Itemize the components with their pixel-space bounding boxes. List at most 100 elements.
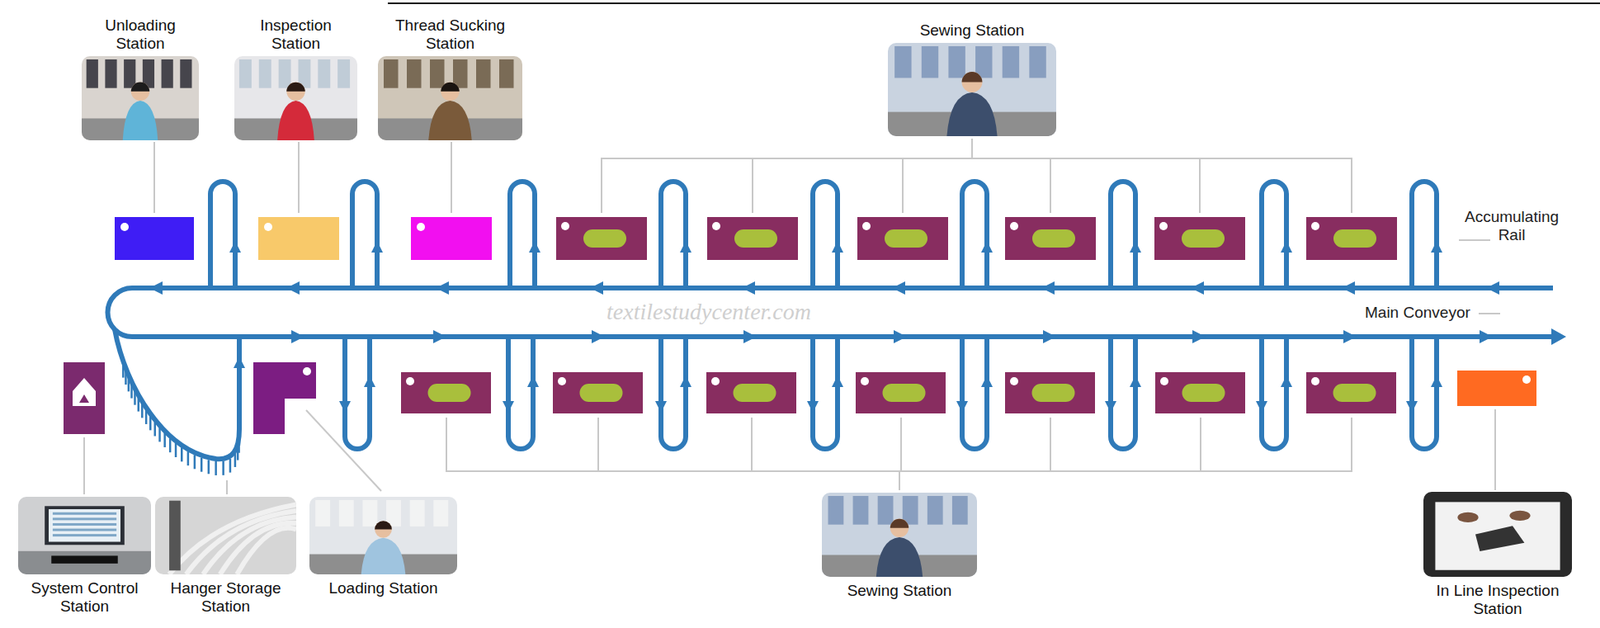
sewing-block [552, 372, 643, 414]
hanger [180, 447, 184, 462]
sewing-pill [1181, 229, 1225, 248]
photo-area [18, 496, 152, 580]
arrow-head [1129, 240, 1142, 253]
leader-line [83, 437, 85, 495]
photo-area [1423, 491, 1572, 582]
dot [711, 377, 720, 386]
screen-row [52, 517, 117, 520]
top-rule [387, 2, 1600, 5]
leader-line [1478, 312, 1501, 315]
person-body [946, 92, 997, 137]
person-body [876, 537, 923, 577]
loading-block [253, 362, 317, 435]
garment [339, 500, 354, 527]
hanger [229, 458, 232, 473]
garment [433, 500, 449, 527]
garment [853, 495, 869, 525]
arrow-head [229, 240, 241, 253]
garment [104, 59, 117, 89]
station-card: Unloading Station [81, 16, 199, 141]
accumulating-rail [812, 181, 838, 288]
sewing-block [1154, 217, 1246, 260]
accumulating-rail [1261, 181, 1287, 288]
photo-ground [1423, 491, 1572, 577]
control-icon [79, 394, 90, 403]
photo [18, 496, 152, 575]
photo-area [155, 496, 297, 580]
accumulating-rail [660, 336, 686, 449]
photo [821, 492, 977, 577]
caption-block: Sewing Station [881, 21, 1063, 40]
hand [1457, 512, 1478, 523]
station-caption: Hanger Storage Station [164, 579, 288, 616]
person-head [286, 82, 305, 101]
garment [317, 59, 331, 89]
hanger [127, 377, 131, 392]
dot [1522, 375, 1531, 384]
person-hair [131, 82, 150, 92]
photo-ground [234, 56, 358, 141]
arrow-head [291, 330, 305, 344]
accumulating-rail [962, 181, 987, 288]
hanger [207, 459, 211, 474]
sewing-pill [1333, 229, 1377, 248]
garment [362, 500, 378, 527]
garment [952, 495, 968, 525]
station-card: In Line Inspection Station [1423, 491, 1572, 619]
arrow-head [433, 330, 447, 344]
accumulating-rail [1110, 181, 1136, 288]
photo [155, 496, 297, 575]
station-card: System Control Station [18, 496, 152, 616]
screen-row [52, 528, 117, 532]
dot [405, 377, 415, 386]
accumulating-rail [812, 336, 838, 449]
arrow-head [502, 401, 515, 413]
arrow-head [1430, 240, 1443, 253]
station-card: Hanger Storage Station [155, 496, 297, 616]
dot [1311, 377, 1320, 386]
hanger [214, 461, 218, 476]
photo-area [81, 52, 199, 141]
person-head [890, 519, 909, 538]
person-body [361, 538, 406, 575]
person-hair [440, 82, 459, 92]
leader-lines [84, 138, 1501, 495]
garment [315, 500, 331, 527]
person-hair [890, 519, 909, 529]
station-caption: Sewing Station [816, 581, 982, 600]
hanger [145, 410, 148, 425]
unloading-block [114, 217, 194, 260]
dot [1311, 221, 1320, 231]
arrow-head [679, 240, 692, 253]
arrow-head [1190, 281, 1204, 295]
leader-line [1494, 409, 1497, 491]
person-hair [374, 520, 392, 529]
photo [377, 56, 523, 141]
arrow-head [435, 281, 449, 295]
hanger [149, 415, 152, 430]
sewing-pill [1333, 383, 1377, 402]
leader-line [1458, 239, 1491, 241]
screen-row [52, 533, 117, 537]
station-caption: Inspection Station [246, 16, 346, 53]
photo-area [234, 52, 358, 141]
arrow-head [893, 330, 907, 344]
arrow-head [1343, 330, 1357, 344]
hanger-rail-photo [169, 504, 297, 575]
garment [337, 59, 350, 89]
arrow-head [233, 356, 246, 369]
dot [862, 221, 871, 231]
dot [264, 222, 273, 232]
arrow-head [1280, 375, 1293, 388]
hanger [238, 401, 241, 416]
screen [48, 509, 121, 542]
conveyor-label: Main Conveyor [1364, 303, 1478, 322]
arrow-head [1551, 328, 1567, 345]
watermark: textilestudycenter.com [606, 298, 879, 326]
hanger [133, 391, 137, 406]
dot [416, 222, 425, 232]
arrow-head [831, 375, 844, 388]
hanger [136, 397, 140, 412]
sewing-block [1306, 217, 1398, 260]
